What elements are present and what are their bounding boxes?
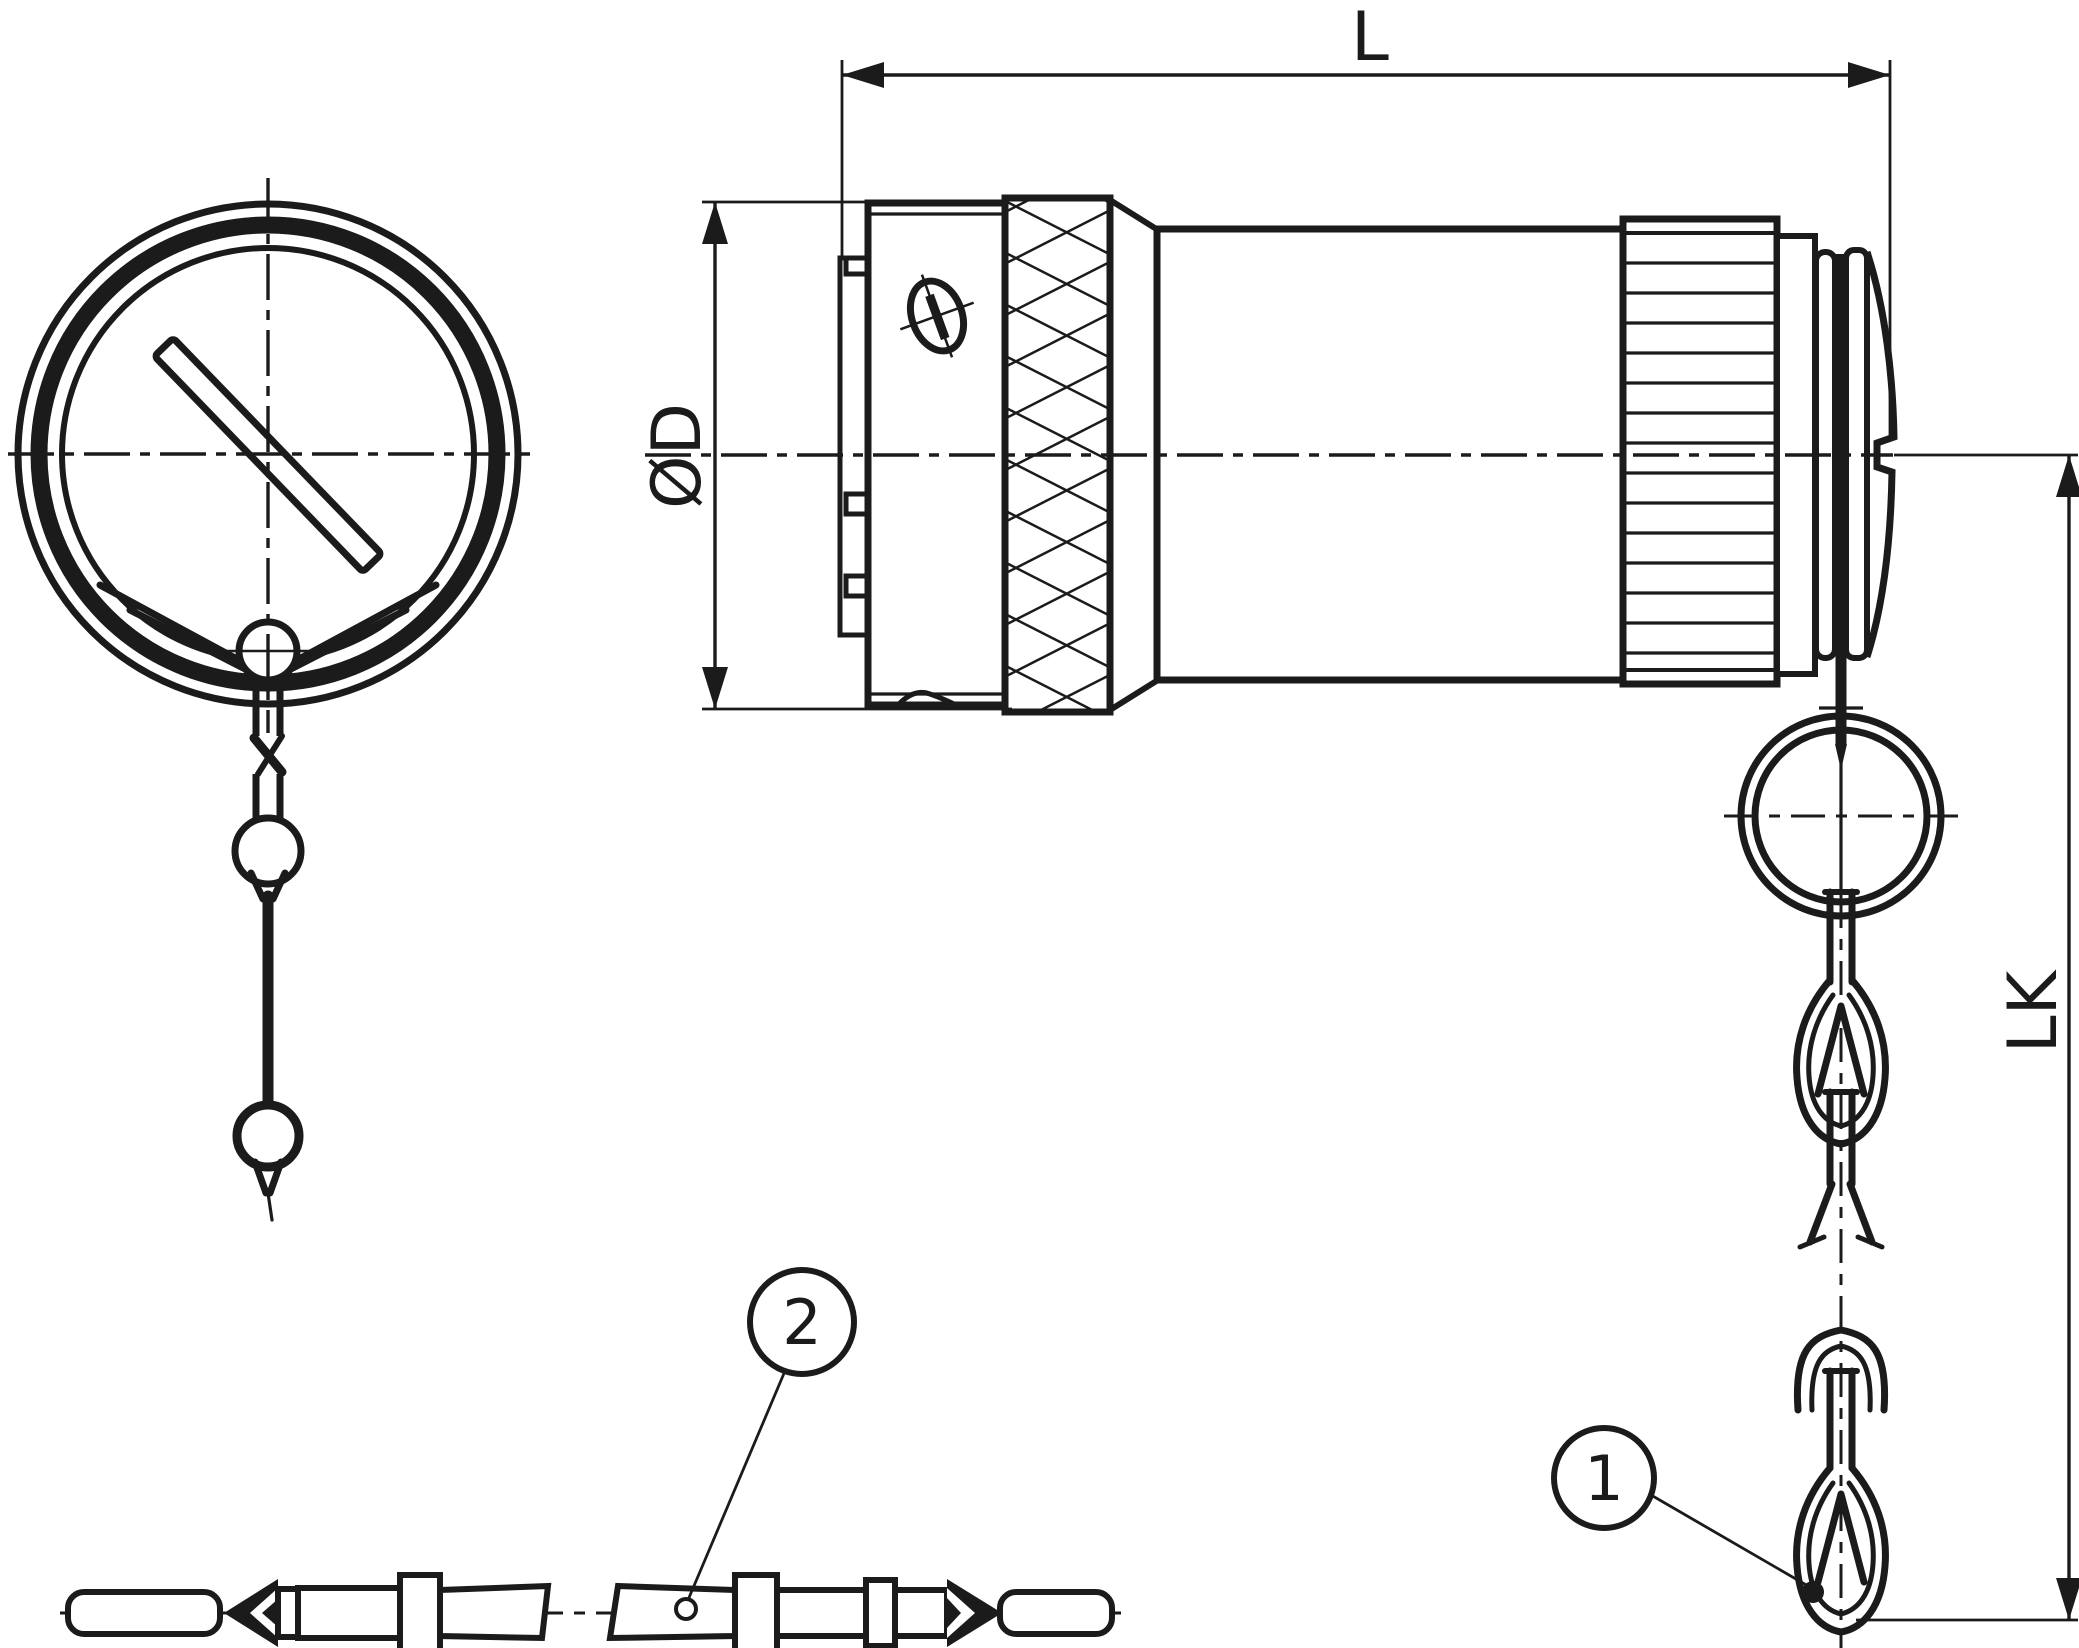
dimension-length: L <box>840 0 1892 436</box>
clip-link-1 <box>1793 888 1889 1148</box>
front-chain <box>231 674 305 1222</box>
pin-collar-right <box>732 1572 780 1648</box>
centerlines <box>8 178 1893 733</box>
knurled-grip <box>1001 194 1114 716</box>
contact-pin-right <box>606 1572 1115 1648</box>
clip-link-2 <box>1797 1088 1885 1250</box>
callout-2: 2 <box>674 1267 857 1621</box>
bayonet-slot <box>899 274 975 358</box>
contact-pin-left <box>65 1572 552 1648</box>
arrowhead-right-icon <box>1848 62 1890 88</box>
pin-collar-left <box>397 1572 443 1648</box>
callout-1-number: 1 <box>1584 1442 1623 1515</box>
ring-ribs <box>1626 261 1774 655</box>
length-dimension-label: L <box>1351 0 1389 77</box>
callout-1-balloon <box>1551 1425 1657 1531</box>
taper-top <box>1108 197 1160 233</box>
callout-2-number: 2 <box>782 1286 821 1359</box>
pin-tip-right <box>997 1589 1115 1637</box>
polarizing-key-bump <box>896 689 958 708</box>
clip-link-3 <box>1793 1326 1889 1636</box>
taper-bottom <box>1108 677 1160 713</box>
dimensions: L ØD LK <box>638 0 2079 1622</box>
chain-length-dimension-label: LK <box>1994 968 2073 1053</box>
arrowhead-up-icon <box>2056 455 2079 497</box>
callouts: 1 2 <box>674 1267 1809 1621</box>
pin-broken-end-left <box>437 1582 552 1642</box>
arrowhead-up-icon <box>702 202 728 244</box>
chain-wire-tip <box>266 1191 274 1222</box>
arrowhead-down-icon <box>702 667 728 709</box>
side-view-cap <box>837 194 1898 770</box>
callout-1: 1 <box>1551 1425 1809 1588</box>
dimension-chain-length: LK <box>1856 453 2079 1622</box>
arrowhead-down-icon <box>2056 1578 2079 1620</box>
pin-tip-left <box>65 1589 223 1637</box>
dimension-diameter: ØD <box>638 200 1012 711</box>
right-chain <box>1724 712 1958 1648</box>
ribbed-ring <box>1619 215 1781 688</box>
chain-loop-link <box>231 814 305 888</box>
diameter-dimension-label: ØD <box>638 403 717 509</box>
contact-pins <box>60 1572 1128 1648</box>
arrowhead-left-icon <box>842 62 884 88</box>
pin-broken-end-right <box>606 1582 738 1642</box>
chain-end-eyelet <box>232 1100 304 1172</box>
callout-2-balloon <box>747 1267 857 1377</box>
callout-2-marker <box>674 1597 698 1621</box>
